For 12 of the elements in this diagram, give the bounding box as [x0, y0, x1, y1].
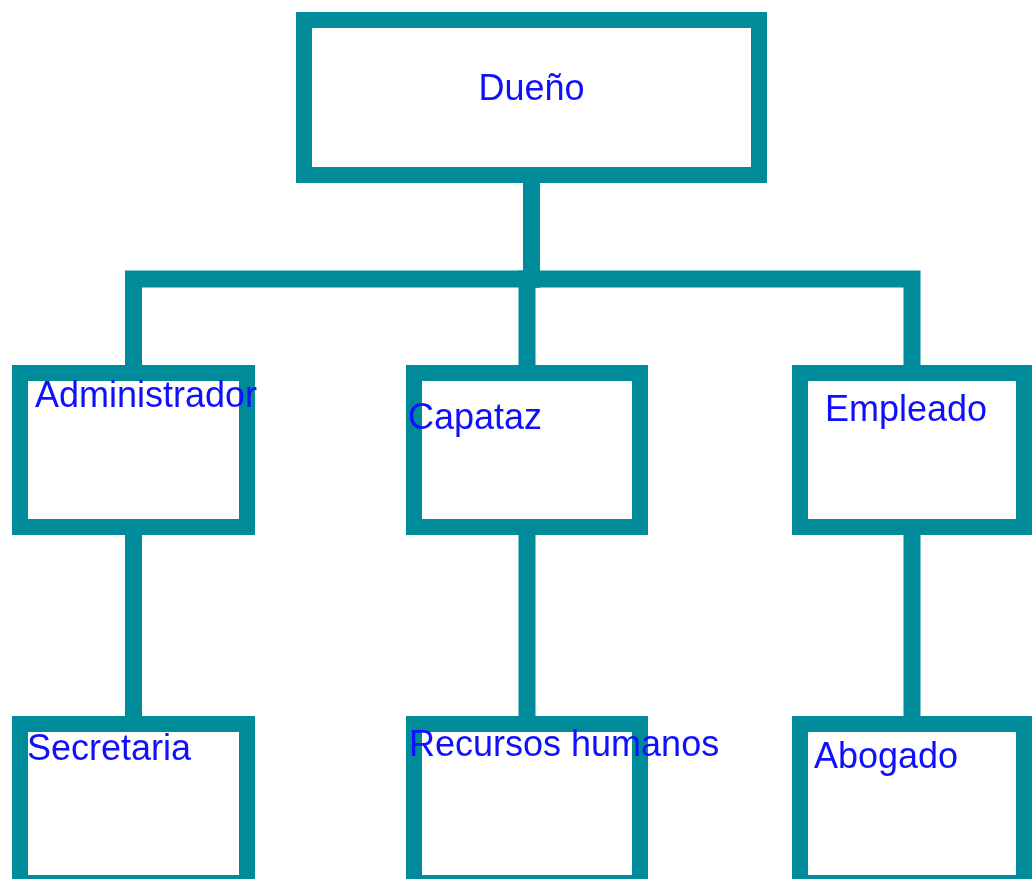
role-label: Empleado: [825, 391, 988, 427]
org-box: [792, 365, 1032, 535]
role-label: Secretaria: [27, 730, 192, 766]
org-box: [296, 12, 767, 183]
org-box: [406, 365, 648, 535]
connector-line: [903, 535, 921, 716]
org-box: [792, 716, 1032, 879]
org-box: [12, 716, 255, 879]
connector-line: [125, 535, 142, 716]
connector-line: [518, 535, 536, 716]
role-label: Dueño: [477, 70, 586, 106]
role-label: Abogado: [814, 738, 959, 774]
